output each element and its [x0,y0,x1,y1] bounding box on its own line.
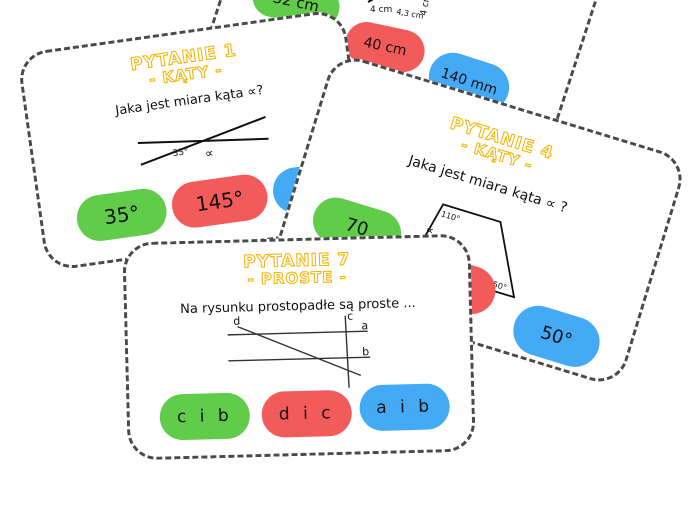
answer-c-button[interactable]: 50° [507,299,606,374]
answer-label: d i c [278,403,335,425]
line-label: b [362,345,369,358]
answer-b-button[interactable]: 145° [169,171,271,231]
card-title: PYTANIE 7 - PROSTE - [126,249,469,292]
answer-label: 145° [194,185,246,217]
answer-label: c i b [176,405,233,428]
answer-c-button[interactable]: a i b [359,383,451,432]
measure-label: 4 cm [370,5,392,15]
angle-label: 110° [440,209,461,223]
card-question-7: PYTANIE 7 - PROSTE - Na rysunku prostopa… [122,233,476,461]
answer-a-button[interactable]: 35° [73,185,170,244]
answer-label: 50° [538,321,575,352]
answer-b-button[interactable]: d i c [261,389,353,438]
answer-a-button[interactable]: c i b [159,392,251,441]
lines-figure: d c a b [227,311,371,388]
angle-figure: 35° ∝ [137,116,269,166]
angle-label: 50° [492,280,508,293]
answer-label: a i b [375,396,434,418]
line-label: d [233,315,240,328]
measure-label: 4 cm [419,0,433,17]
answer-label: 35° [102,200,141,230]
top-shape-figure: 4 cm 4,3 cm 4 cm [367,0,433,21]
line-label: a [361,319,368,332]
card-question-1: PYTANIE 1 - KĄTY - Jaka jest miara kąta … [16,8,374,272]
answer-label: 40 cm [362,34,408,60]
alpha-label: ∝ [204,146,214,161]
line-label: c [347,311,353,323]
angle-label: 35° [172,147,189,159]
alpha-label: ∝ [424,223,435,238]
